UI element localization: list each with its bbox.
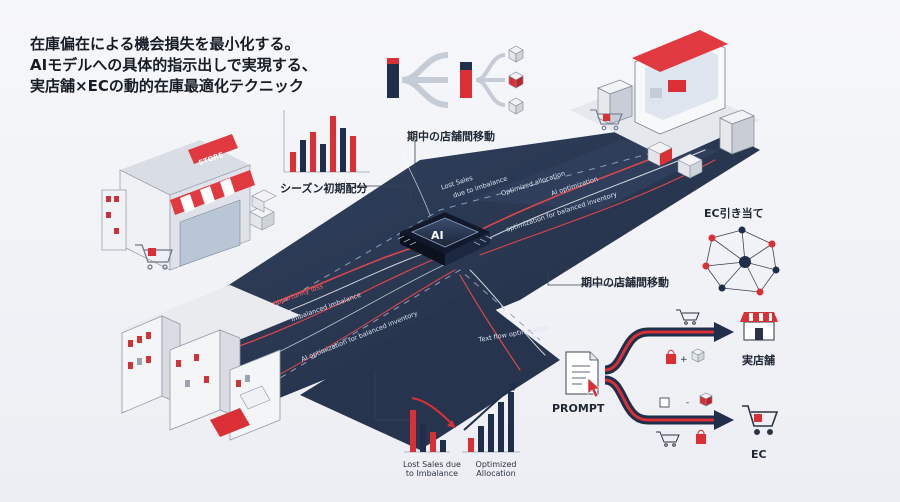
- midterm-transfer-label-mid: 期中の店舗間移動: [581, 276, 669, 289]
- lost-sales-chart: [404, 397, 456, 453]
- store-icon: [740, 312, 778, 341]
- season-bar-chart: [283, 110, 370, 173]
- cart-icon: [135, 244, 173, 270]
- ai-chip-label: AI: [431, 229, 444, 242]
- bar: [478, 426, 484, 452]
- midterm-transfer-label-top: 期中の店舗間移動: [407, 130, 495, 143]
- page-title: 在庫偏在による機会損失を最小化する。 AIモデルへの具体的指示出しで実現する、 …: [30, 34, 317, 97]
- title-line-1: 在庫偏在による機会損失を最小化する。: [30, 35, 300, 53]
- physical-store-label: 実店舗: [742, 354, 775, 367]
- ec-label: EC: [751, 448, 767, 461]
- title-line-2: AIモデルへの具体的指示出しで実現する、: [30, 56, 317, 74]
- bar: [508, 392, 514, 452]
- monitor-icon: [632, 30, 728, 135]
- cart-icon: [742, 405, 779, 435]
- bar: [488, 414, 494, 452]
- box-icon: [249, 189, 277, 231]
- bar: [498, 402, 504, 452]
- lost-sales-caption: Lost Sales due to Imbalance: [403, 460, 461, 478]
- allocation-flow-diagram: [387, 45, 524, 115]
- optimized-allocation-caption: Optimized Allocation: [475, 460, 517, 478]
- callout-lines: [354, 138, 640, 421]
- box-icon: [691, 348, 713, 407]
- bar: [468, 438, 474, 452]
- bar: [330, 116, 336, 172]
- ai-chip-icon: [397, 212, 493, 266]
- bar: [350, 136, 356, 172]
- bar: [310, 132, 316, 172]
- bar: [290, 152, 296, 172]
- ec-allocation-label: EC引き当て: [704, 207, 764, 220]
- shelf-icon: [120, 285, 300, 441]
- cart-icon: [656, 309, 700, 447]
- prompt-label: PROMPT: [552, 402, 605, 415]
- optimized-allocation-chart: [462, 382, 520, 453]
- title-line-3: 実店舗×ECの動的在庫最適化テクニック: [30, 77, 304, 95]
- bar: [440, 440, 446, 452]
- minus-sign: -: [686, 398, 689, 408]
- cart-icon: [590, 109, 623, 131]
- bar: [320, 144, 326, 172]
- season-allocation-label: シーズン初期配分: [280, 182, 368, 195]
- bar: [410, 410, 416, 452]
- box-icon: [647, 141, 703, 179]
- output-arrows: [604, 322, 734, 430]
- plus-sign: +: [680, 355, 688, 365]
- network-icon: [702, 226, 780, 296]
- bag-icon: [659, 349, 706, 444]
- bar: [430, 432, 436, 452]
- bar: [420, 424, 426, 452]
- bar: [340, 128, 346, 172]
- cursor-icon: [587, 377, 601, 398]
- bar: [300, 140, 306, 172]
- store-icon: [101, 134, 255, 271]
